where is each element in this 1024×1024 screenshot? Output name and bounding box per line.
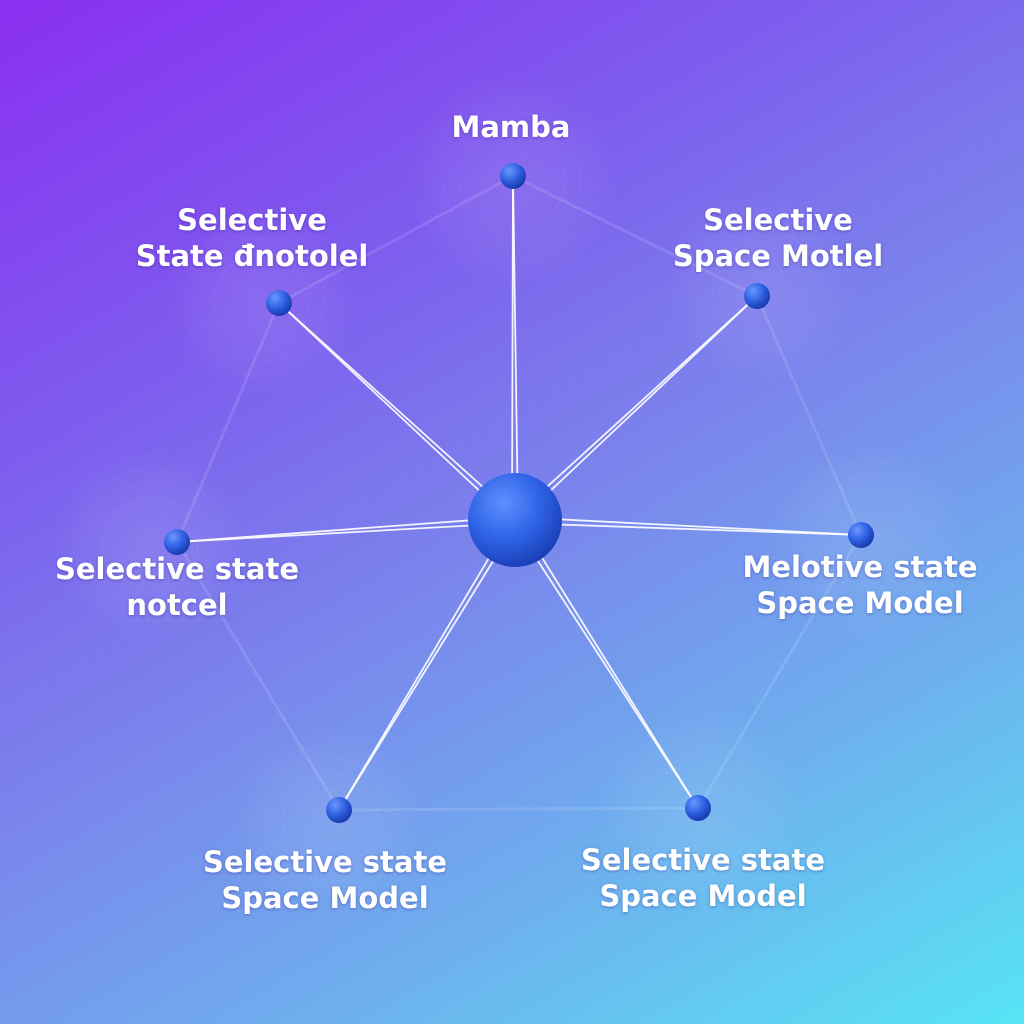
node-right[interactable] (848, 522, 874, 548)
node-label-line: Space Model (221, 881, 429, 915)
node-halo (55, 450, 245, 640)
node-halo-ring (87, 482, 213, 608)
node-halo-ring (669, 199, 851, 381)
node-halo (235, 725, 425, 915)
node-bottom-right[interactable] (685, 795, 711, 821)
node-halo-ring (185, 223, 339, 377)
node-label-line: Selective (177, 203, 327, 237)
outer-ring (175, 174, 863, 812)
node-halo-ring (817, 489, 919, 591)
node-top-right[interactable] (744, 283, 770, 309)
spoke-line (516, 295, 758, 523)
node-halo-ring (649, 759, 751, 861)
node-label-line: Mamba (451, 110, 571, 144)
spoke-line (278, 302, 518, 519)
node-halo-ring (59, 454, 241, 636)
node-halo (167, 205, 357, 395)
spoke-line (514, 522, 862, 536)
node-bottom-left[interactable] (326, 797, 352, 823)
node-halo-ring (711, 241, 809, 339)
node-label-line: Selective state (54, 552, 300, 586)
node-halo-ring (427, 95, 597, 265)
spoke-line (278, 302, 514, 523)
node-halo-ring (443, 111, 581, 249)
node-top[interactable] (500, 163, 526, 189)
node-halo-ring (458, 126, 566, 234)
node-label-left: Selective state notcel (55, 551, 299, 623)
node-halo-ring (199, 237, 325, 363)
node-label-top: Mamba (452, 109, 571, 145)
node-label-top-left: Selective State đnotolel (136, 202, 369, 274)
node-label-line: notcel (126, 588, 228, 622)
spoke-line (515, 516, 862, 536)
spoke-line (511, 175, 514, 521)
spoke-line (512, 295, 758, 519)
node-halo-ring (604, 714, 796, 906)
node-halo-ring (101, 496, 199, 594)
node-halo-ring (772, 444, 964, 636)
outer-ring-path (175, 174, 863, 812)
node-label-line: Selective state (580, 843, 826, 877)
node-halo-ring (213, 251, 311, 349)
node-halo-ring (253, 743, 407, 897)
central-hub[interactable] (468, 473, 562, 567)
spoke-line (338, 517, 514, 811)
node-halo-ring (73, 468, 227, 622)
node-label-line: State đnotolel (135, 239, 369, 273)
node-halo-ring (683, 213, 837, 367)
spoke-line (176, 522, 516, 543)
node-halo-ring (697, 227, 823, 353)
spokes (176, 175, 862, 811)
node-halo-ring (619, 729, 781, 891)
node-halo-ring (239, 729, 421, 911)
node-label-line: Selective (703, 203, 853, 237)
node-halo-ring (411, 79, 613, 281)
node-left[interactable] (164, 529, 190, 555)
node-top-left[interactable] (266, 290, 292, 316)
spoke-line (176, 516, 515, 543)
node-label-top-right: Selective Space Motlel (673, 202, 883, 274)
spoke-line (338, 521, 519, 811)
node-label-line: Space Model (599, 879, 807, 913)
spoke-line (511, 521, 699, 809)
node-label-bottom-right: Selective state Space Model (581, 842, 825, 914)
node-halos (55, 75, 968, 915)
node-label-line: Space Model (756, 586, 964, 620)
node-label-line: Melotive state (742, 550, 978, 584)
node-halo-ring (802, 474, 934, 606)
node-label-right: Melotive state Space Model (742, 549, 977, 621)
spoke-line (512, 175, 519, 520)
node-halo-ring (281, 771, 379, 869)
nodes (164, 163, 874, 823)
node-halo-ring (787, 459, 949, 621)
node-label-bottom-left: Selective state Space Model (203, 844, 447, 916)
node-halo-ring (267, 757, 393, 883)
node-halo-ring (634, 744, 766, 876)
node-halo-ring (171, 209, 353, 391)
spoke-line (516, 517, 699, 809)
node-label-line: Space Motlel (672, 239, 884, 273)
node-label-line: Selective state (202, 845, 448, 879)
